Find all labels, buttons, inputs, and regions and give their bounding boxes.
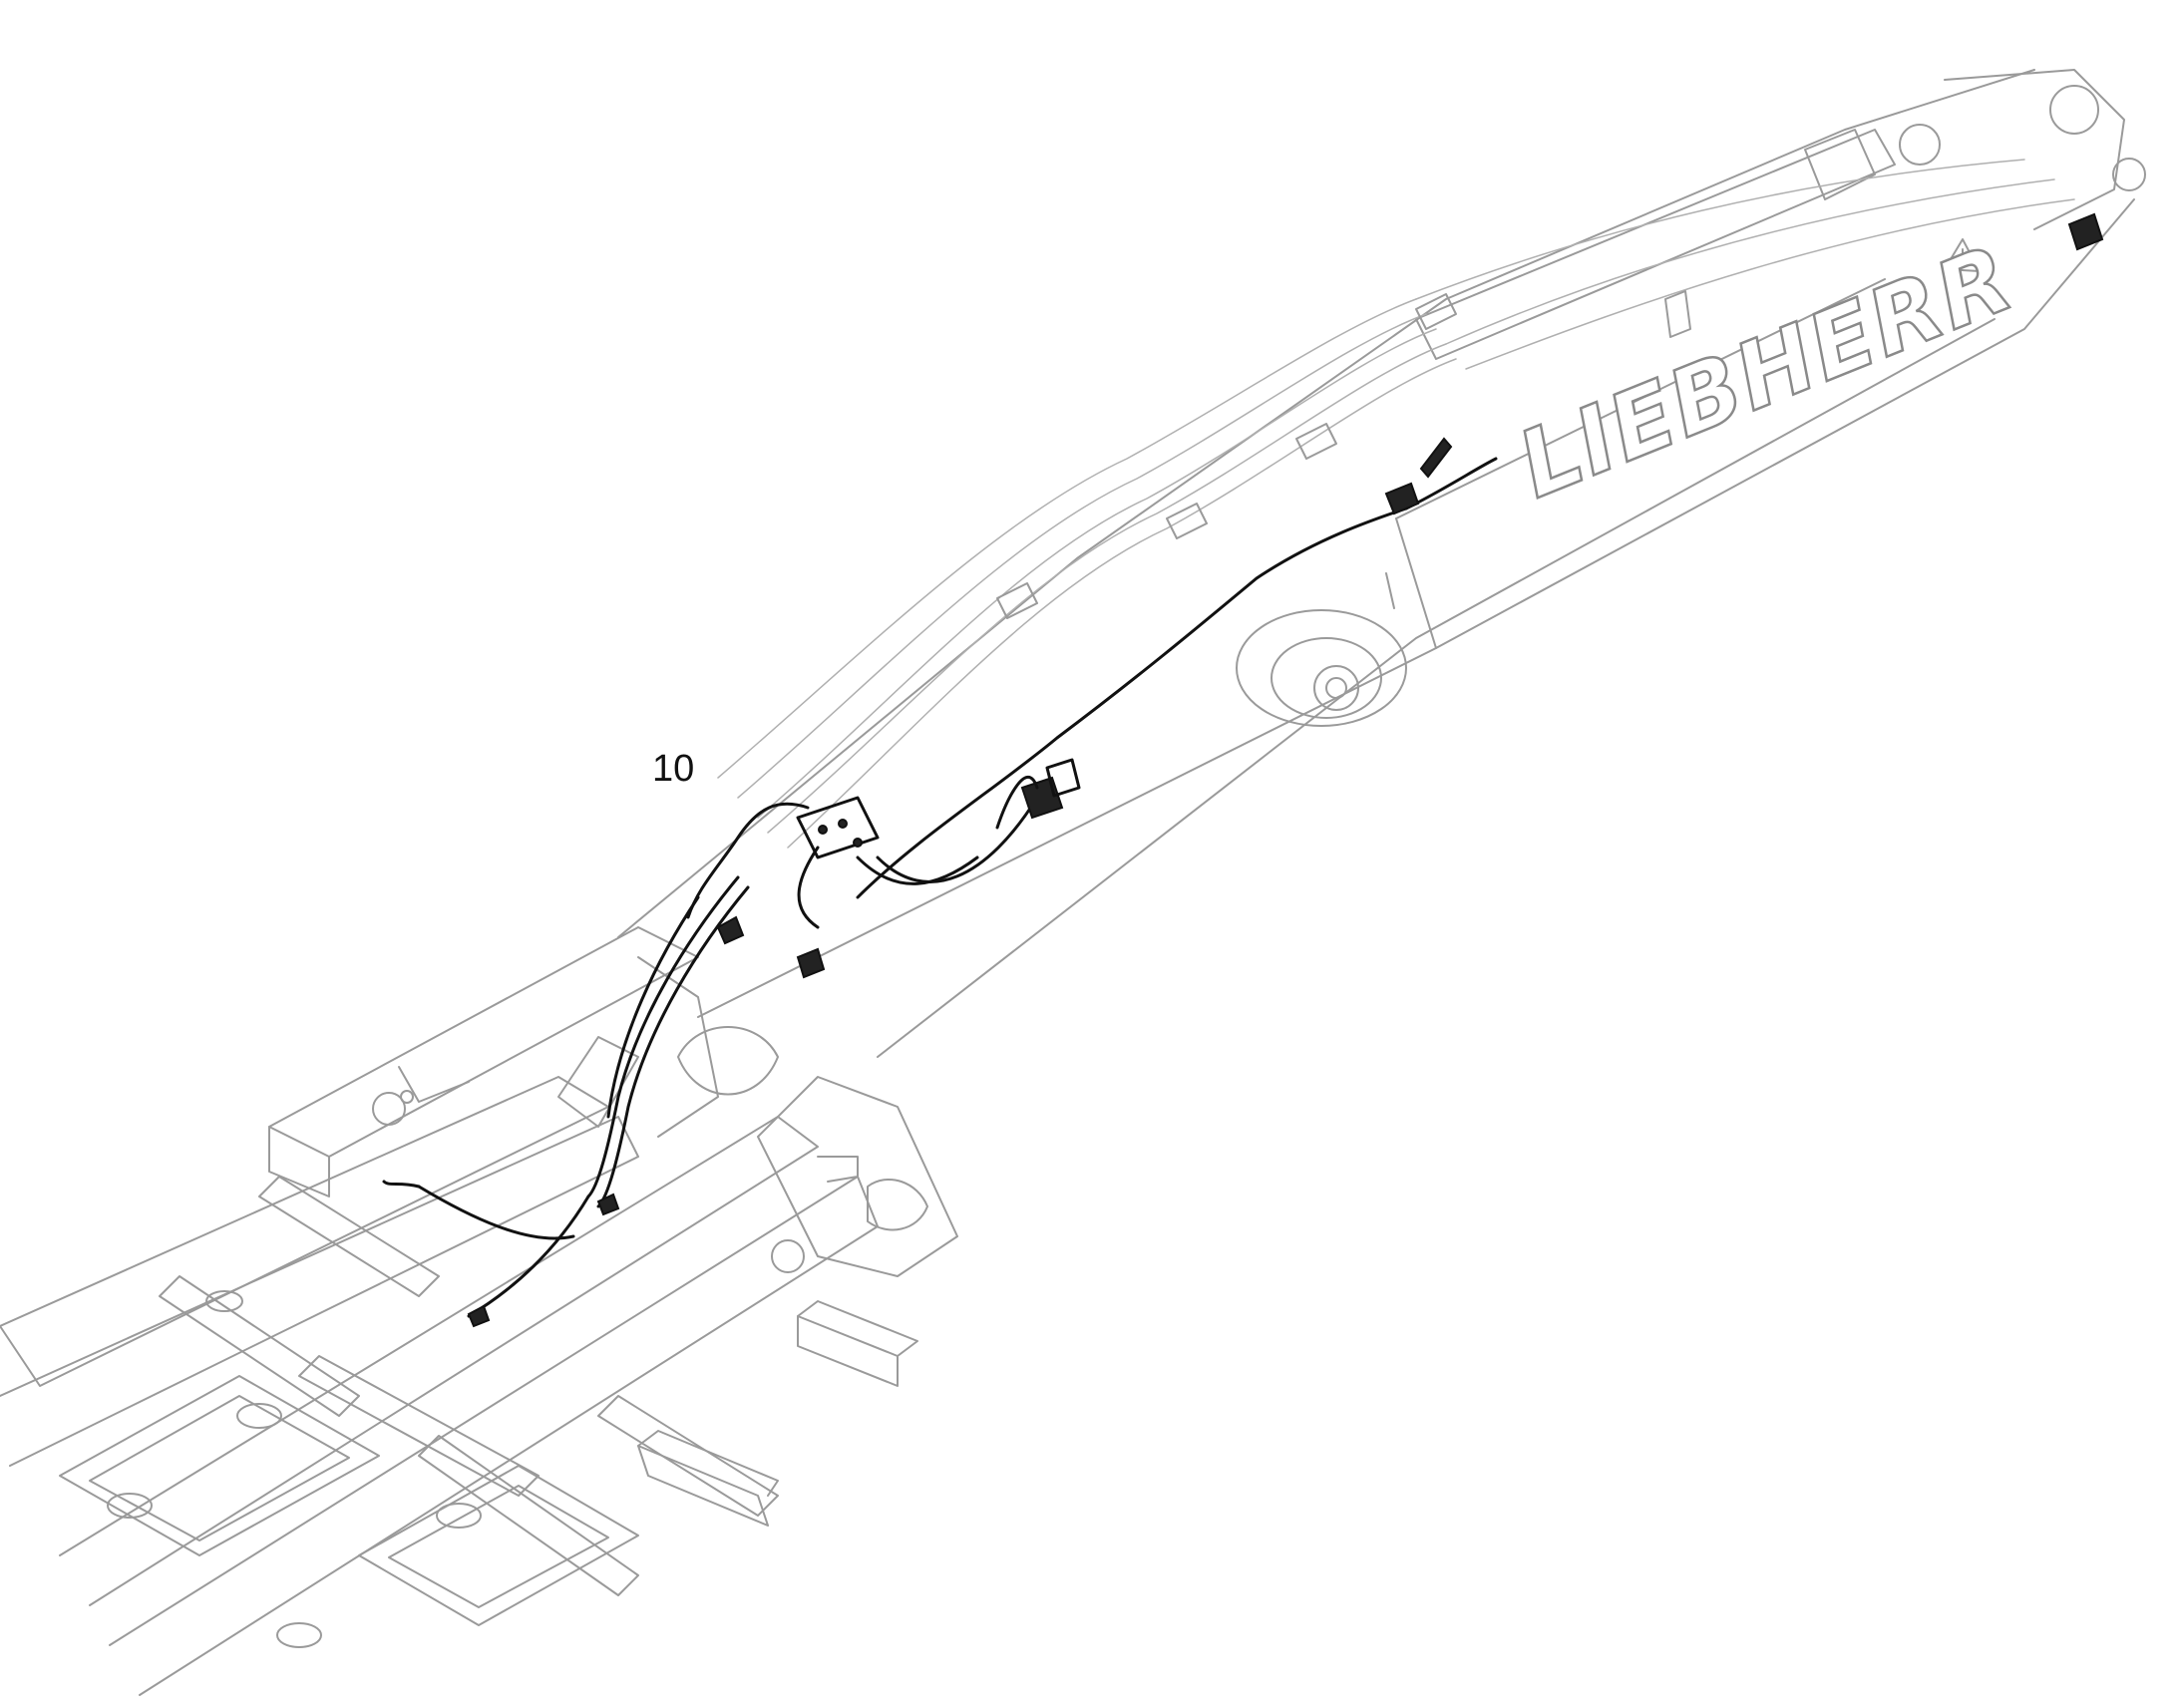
highlighted-cable-harness bbox=[382, 212, 2104, 1328]
boom-structure bbox=[557, 69, 2146, 1138]
hydraulic-hose-bundle bbox=[717, 159, 2075, 849]
undercarriage-frame bbox=[0, 926, 958, 1696]
liebherr-logo: LIEBHERR bbox=[1504, 224, 2027, 518]
part-callout-number: 10 bbox=[652, 748, 695, 790]
